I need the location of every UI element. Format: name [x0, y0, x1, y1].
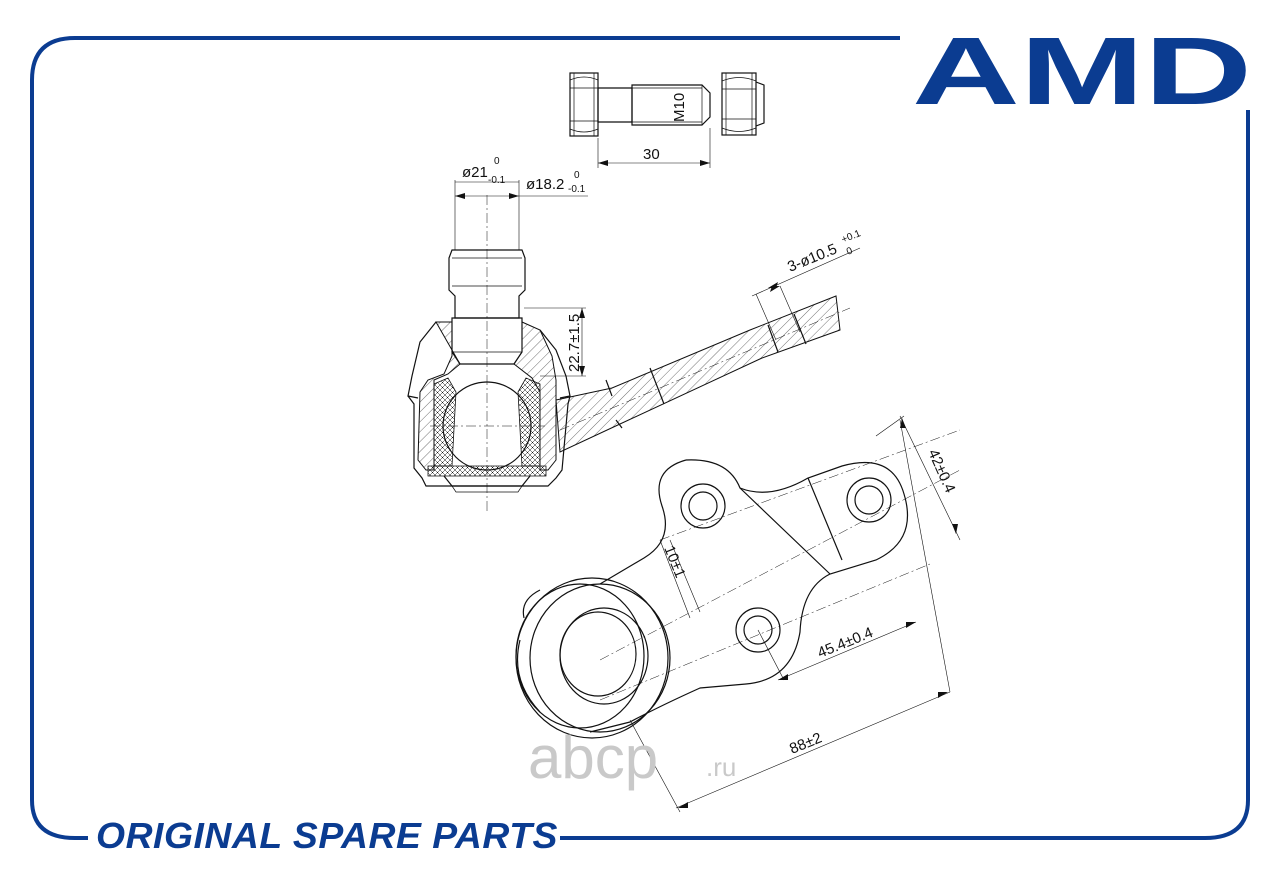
holes-main: 3-ø10.5: [785, 241, 839, 276]
holes-tol-upper: +0.1: [840, 228, 863, 246]
flange-dim-10: 10±1: [660, 543, 688, 580]
stud-dia1-main: ø21: [462, 164, 488, 181]
stud-height-label: 22.7±1.5: [566, 314, 583, 372]
amd-logo: AMD: [912, 18, 1252, 125]
stud-dia1-tol-upper: 0: [494, 156, 500, 167]
footer-text: ORIGINAL SPARE PARTS: [96, 815, 558, 856]
flange-dim-88: 88±2: [787, 729, 824, 757]
watermark-text: abcp: [528, 724, 658, 791]
section-view: ø21 0 -0.1 ø18.2 0 -0.1 22.7±1.5: [407, 156, 863, 512]
stud-dia1-tol-lower: -0.1: [488, 175, 506, 186]
stud-dia2-tol-upper: 0: [574, 170, 580, 181]
flange-dim-45: 45.4±0.4: [815, 624, 875, 662]
bolt-thread-label: M10: [671, 93, 688, 122]
bolt-length-label: 30: [643, 146, 660, 163]
watermark-suffix: .ru: [706, 752, 736, 782]
watermark: abcp .ru: [528, 724, 736, 791]
stud-dia2-main: ø18.2: [526, 176, 564, 193]
logo-text: AMD: [912, 18, 1252, 125]
bolt-and-nut-view: M10 30: [569, 72, 765, 168]
stud-dia2-tol-lower: -0.1: [568, 184, 586, 195]
holes-tol-lower: 0: [845, 245, 855, 257]
border-frame: [30, 36, 1250, 840]
flange-dim-42: 42±0.4: [924, 447, 958, 496]
